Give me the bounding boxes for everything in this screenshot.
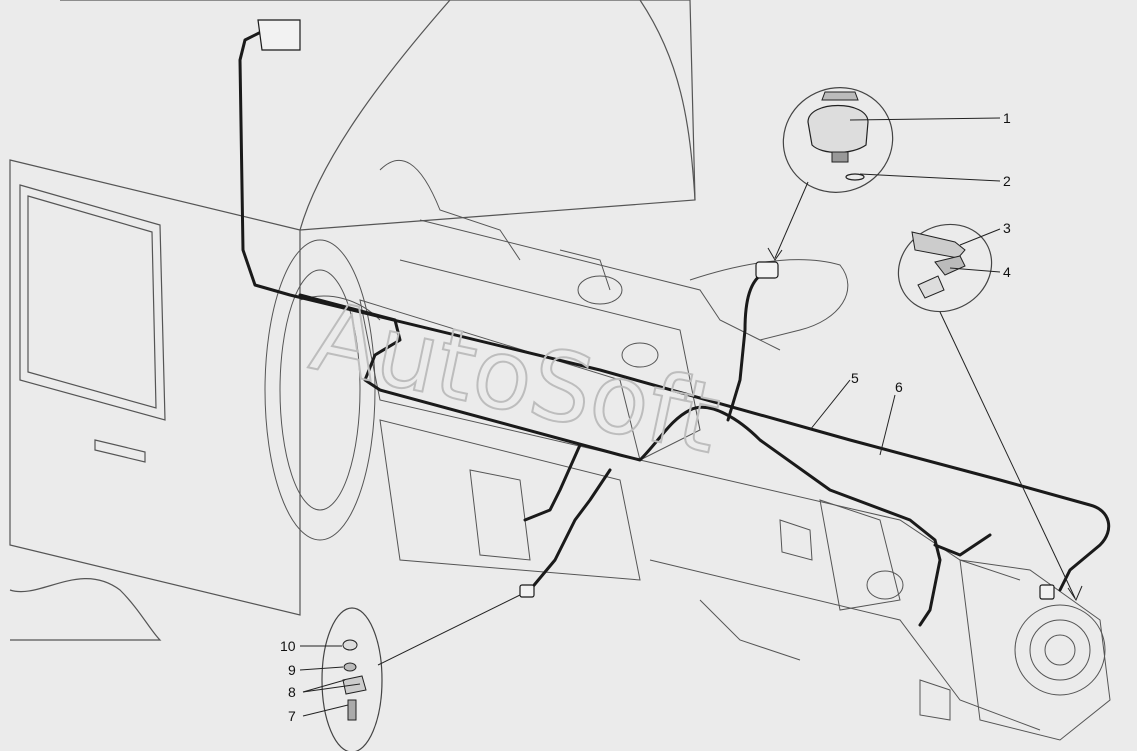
callout-3: 3 [1003,220,1011,236]
leader-lines [299,117,1083,717]
rear-connector [1039,584,1055,600]
callout-9: 9 [288,662,296,678]
sensor-body [807,105,869,154]
rear-branch [933,533,992,557]
callout-10: 10 [280,638,296,654]
sensor-plug [755,261,779,279]
callout-2: 2 [1003,173,1011,189]
callout-6: 6 [895,379,903,395]
harness-6 [238,28,1111,592]
wiring-harness [238,28,1111,627]
sensor-detail-bubble [782,87,894,193]
callout-labels: 1 2 3 4 5 6 7 8 9 10 [280,110,1011,724]
callout-4: 4 [1003,264,1011,280]
connector-detail-bubble [897,223,993,313]
callout-5: 5 [851,370,859,386]
harness-top-connector [257,19,301,51]
harness-5 [298,293,942,627]
bottom-connector [519,584,535,598]
lower-branch [523,443,582,522]
watermark-text: AutoSoft [302,280,729,475]
ground-branch [528,468,612,592]
callout-7: 7 [288,708,296,724]
cab-outline [9,0,696,641]
connectors [257,19,1055,600]
callout-1: 1 [1003,110,1011,126]
sensor-branch [726,270,767,422]
callout-8: 8 [288,684,296,700]
fastener-detail-bubble [321,607,383,751]
